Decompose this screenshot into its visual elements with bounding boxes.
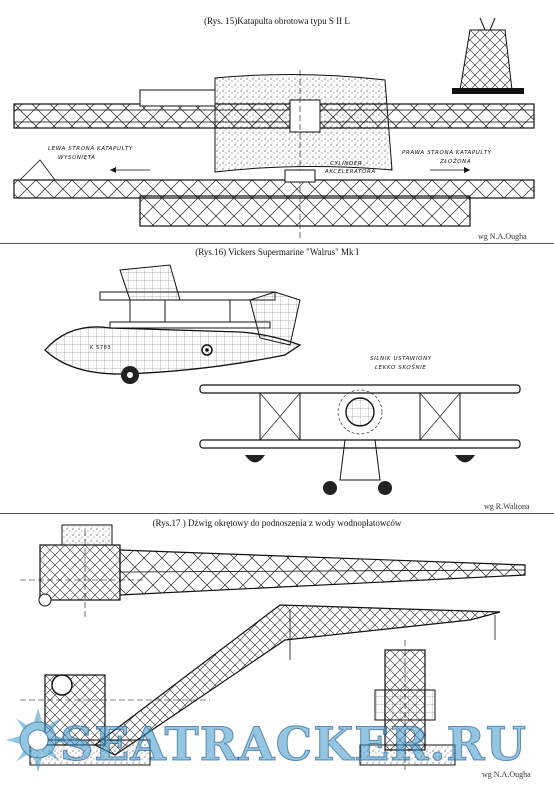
catapult-plan-beam <box>13 103 535 129</box>
catapult-note-right: PRAWA STRONA KATAPULTY <box>402 150 492 156</box>
catapult-note-right-2: ZŁOŻONA <box>439 158 471 165</box>
watermark-text: SEATRACKER.RU <box>60 717 527 772</box>
figure-17-caption: (Rys.17 ) Dźwig okrętowy do podnoszenia … <box>152 518 402 528</box>
figure-15-caption: (Rys. 15)Katapulta obrotowa typu S II L <box>204 16 350 26</box>
watermark-logo <box>6 708 70 772</box>
catapult-note-left: LEWA STRONA KATAPULTY <box>48 146 133 152</box>
figure-16-caption: (Rys.16) Vickers Supermarine "Walrus" Mk… <box>195 247 359 257</box>
walrus-engine-note: SILNIK USTAWIONY <box>370 356 432 362</box>
figure-15-credit: wg N.A.Ougha <box>478 232 527 241</box>
divider-2 <box>0 513 554 514</box>
walrus-front-view: SILNIK USTAWIONY LEKKO SKOŚNIE <box>199 356 521 495</box>
walrus-hull <box>44 326 302 375</box>
figure-16-credit: wg R.Waltona <box>484 502 530 511</box>
walrus-engine-note-2: LEKKO SKOŚNIE <box>375 364 426 371</box>
catapult-side-beam <box>13 179 535 199</box>
walrus-serial: K 5783 <box>90 345 111 351</box>
walrus-roundel <box>201 344 213 356</box>
crane-top-view <box>20 524 526 620</box>
catapult-note-middle-2: AKCELERATORA <box>324 169 376 175</box>
catapult-note-left-2: WYSUNIĘTA <box>58 155 96 161</box>
catapult-tower <box>452 17 524 94</box>
catapult-note-middle: CYLINDER <box>330 161 362 167</box>
catapult-drawing: LEWA STRONA KATAPULTY WYSUNIĘTA CYLINDER… <box>13 17 535 238</box>
figure-17-credit: wg N.A.Ougha <box>482 770 531 779</box>
walrus-engine <box>345 397 375 427</box>
walrus-side-view: K 5783 <box>44 264 302 384</box>
crane-side-view <box>20 604 501 770</box>
crane-boom-top <box>119 549 526 596</box>
divider-1 <box>0 243 554 244</box>
